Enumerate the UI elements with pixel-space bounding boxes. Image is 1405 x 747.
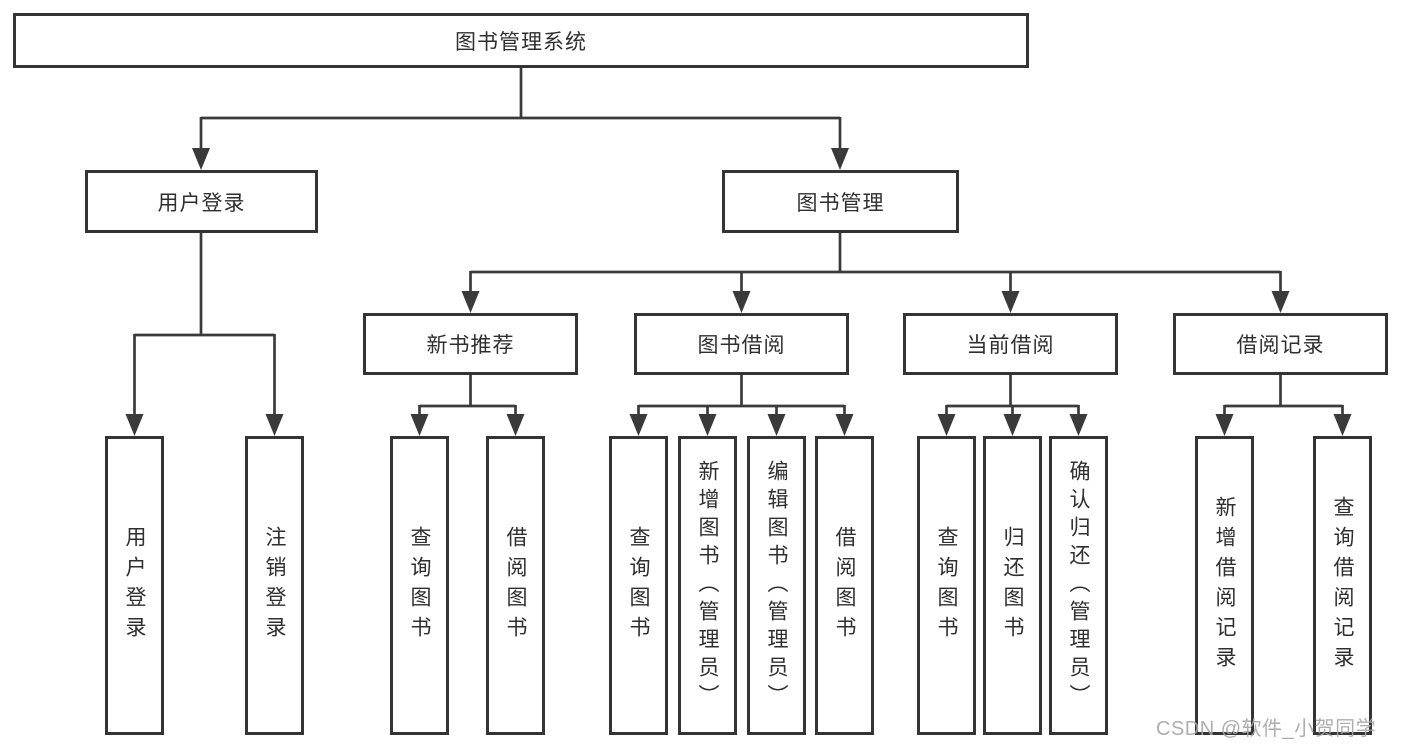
leaf-query-borrow-record: 查询借阅记录 [1313,436,1372,735]
arrowheads [125,148,1352,436]
node-user-login: 用户登录 [85,170,318,233]
node-book-borrowing-label: 图书借阅 [697,334,786,357]
leaf-query-book-current: 查询图书 [917,436,976,735]
leaf-edit-book-admin-label: 编辑图书（管理员） [765,459,788,712]
leaf-query-book-recommend-label: 查询图书 [408,525,431,646]
leaf-add-book-admin-label: 新增图书（管理员） [696,459,719,712]
leaf-query-book-recommend: 查询图书 [390,436,449,735]
leaf-logout-label: 注销登录 [263,525,286,646]
leaf-add-borrow-record-label: 新增借阅记录 [1213,495,1236,676]
leaf-confirm-return-admin-label: 确认归还（管理员） [1067,459,1090,712]
node-book-borrowing: 图书借阅 [634,313,849,375]
node-current-borrowing-label: 当前借阅 [966,334,1055,357]
leaf-logout: 注销登录 [245,436,304,735]
node-new-book-recommend: 新书推荐 [363,313,578,375]
leaf-borrow-book-borrowing: 借阅图书 [815,436,874,735]
node-borrowing-records-label: 借阅记录 [1236,334,1325,357]
leaf-add-borrow-record: 新增借阅记录 [1195,436,1254,735]
leaf-query-book-borrowing: 查询图书 [609,436,668,735]
leaf-query-book-borrowing-label: 查询图书 [627,525,650,646]
leaf-query-borrow-record-label: 查询借阅记录 [1331,495,1354,676]
watermark: CSDN @软件_小贺同学 [1156,718,1377,740]
leaf-add-book-admin: 新增图书（管理员） [678,436,737,735]
leaf-edit-book-admin: 编辑图书（管理员） [747,436,806,735]
node-root-label: 图书管理系统 [455,30,587,54]
leaf-confirm-return-admin: 确认归还（管理员） [1049,436,1108,735]
node-root: 图书管理系统 [13,13,1029,68]
leaf-borrow-book-borrowing-label: 借阅图书 [833,525,856,646]
leaf-return-book-label: 归还图书 [1001,525,1024,646]
leaf-return-book: 归还图书 [983,436,1042,735]
node-user-login-label: 用户登录 [157,191,246,215]
node-new-book-recommend-label: 新书推荐 [426,334,515,357]
leaf-borrow-book-recommend-label: 借阅图书 [504,525,527,646]
node-book-management-label: 图书管理 [796,191,885,215]
node-borrowing-records: 借阅记录 [1173,313,1388,375]
leaf-borrow-book-recommend: 借阅图书 [486,436,545,735]
leaf-user-login-label: 用户登录 [123,525,146,646]
leaf-user-login: 用户登录 [105,436,164,735]
node-current-borrowing: 当前借阅 [903,313,1118,375]
node-book-management: 图书管理 [722,170,959,233]
leaf-query-book-current-label: 查询图书 [935,525,958,646]
